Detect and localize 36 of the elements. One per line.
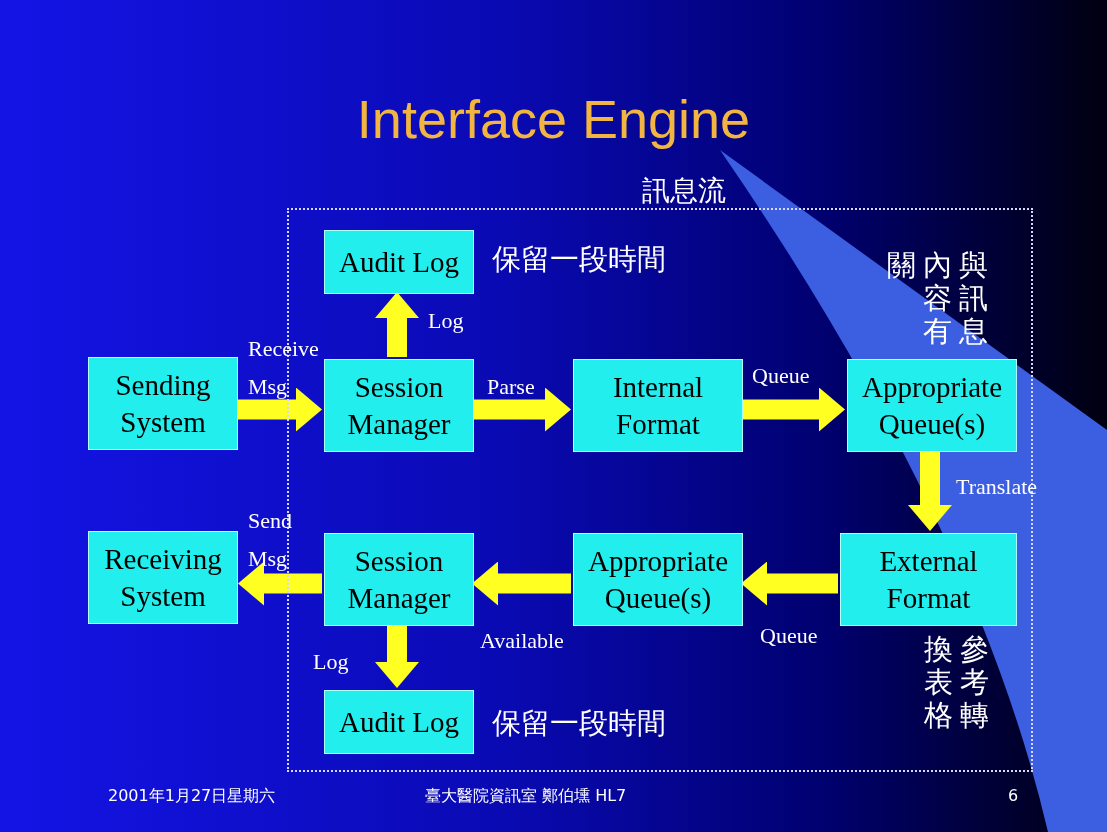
arrow [472,387,571,432]
arrow [238,387,322,432]
edge-label: Available [480,627,564,655]
arrow [908,450,952,531]
process-box: Session Manager [324,359,474,452]
process-box: Appropriate Queue(s) [573,533,743,626]
arrow [238,561,322,606]
arrow [741,561,838,606]
arrow [741,387,845,432]
edge-label: Queue [752,362,810,390]
arrow [375,292,419,357]
edge-label: Parse [487,373,535,401]
annotation-text: 參考轉換表格 [923,633,990,734]
process-box: Sending System [88,357,238,450]
process-box: Session Manager [324,533,474,626]
process-box: Internal Format [573,359,743,452]
slide-title: Interface Engine [355,88,752,150]
process-box: Receiving System [88,531,238,624]
edge-label: Queue [760,622,818,650]
arrow [472,561,571,606]
process-box: Appropriate Queue(s) [847,359,1017,452]
edge-label: Send Msg [248,507,293,573]
annotation-text: 保留一段時間 [492,705,666,742]
annotation-text: 保留一段時間 [492,241,666,278]
edge-label: Translate [956,473,1038,501]
edge-label: Log [428,307,464,335]
frame-title: 訊息流 [642,173,726,209]
footer-text: 2001年1月27日星期六 [108,786,276,807]
edge-label: Receive Msg [248,335,320,401]
process-box: Audit Log [324,230,474,294]
arrow [375,624,419,688]
page-number: 6 [1008,786,1019,805]
process-box: External Format [840,533,1017,626]
footer-text: 臺大醫院資訊室 鄭伯壎 HL7 [425,786,627,807]
edge-label: Log [313,648,349,676]
process-box: Audit Log [324,690,474,754]
